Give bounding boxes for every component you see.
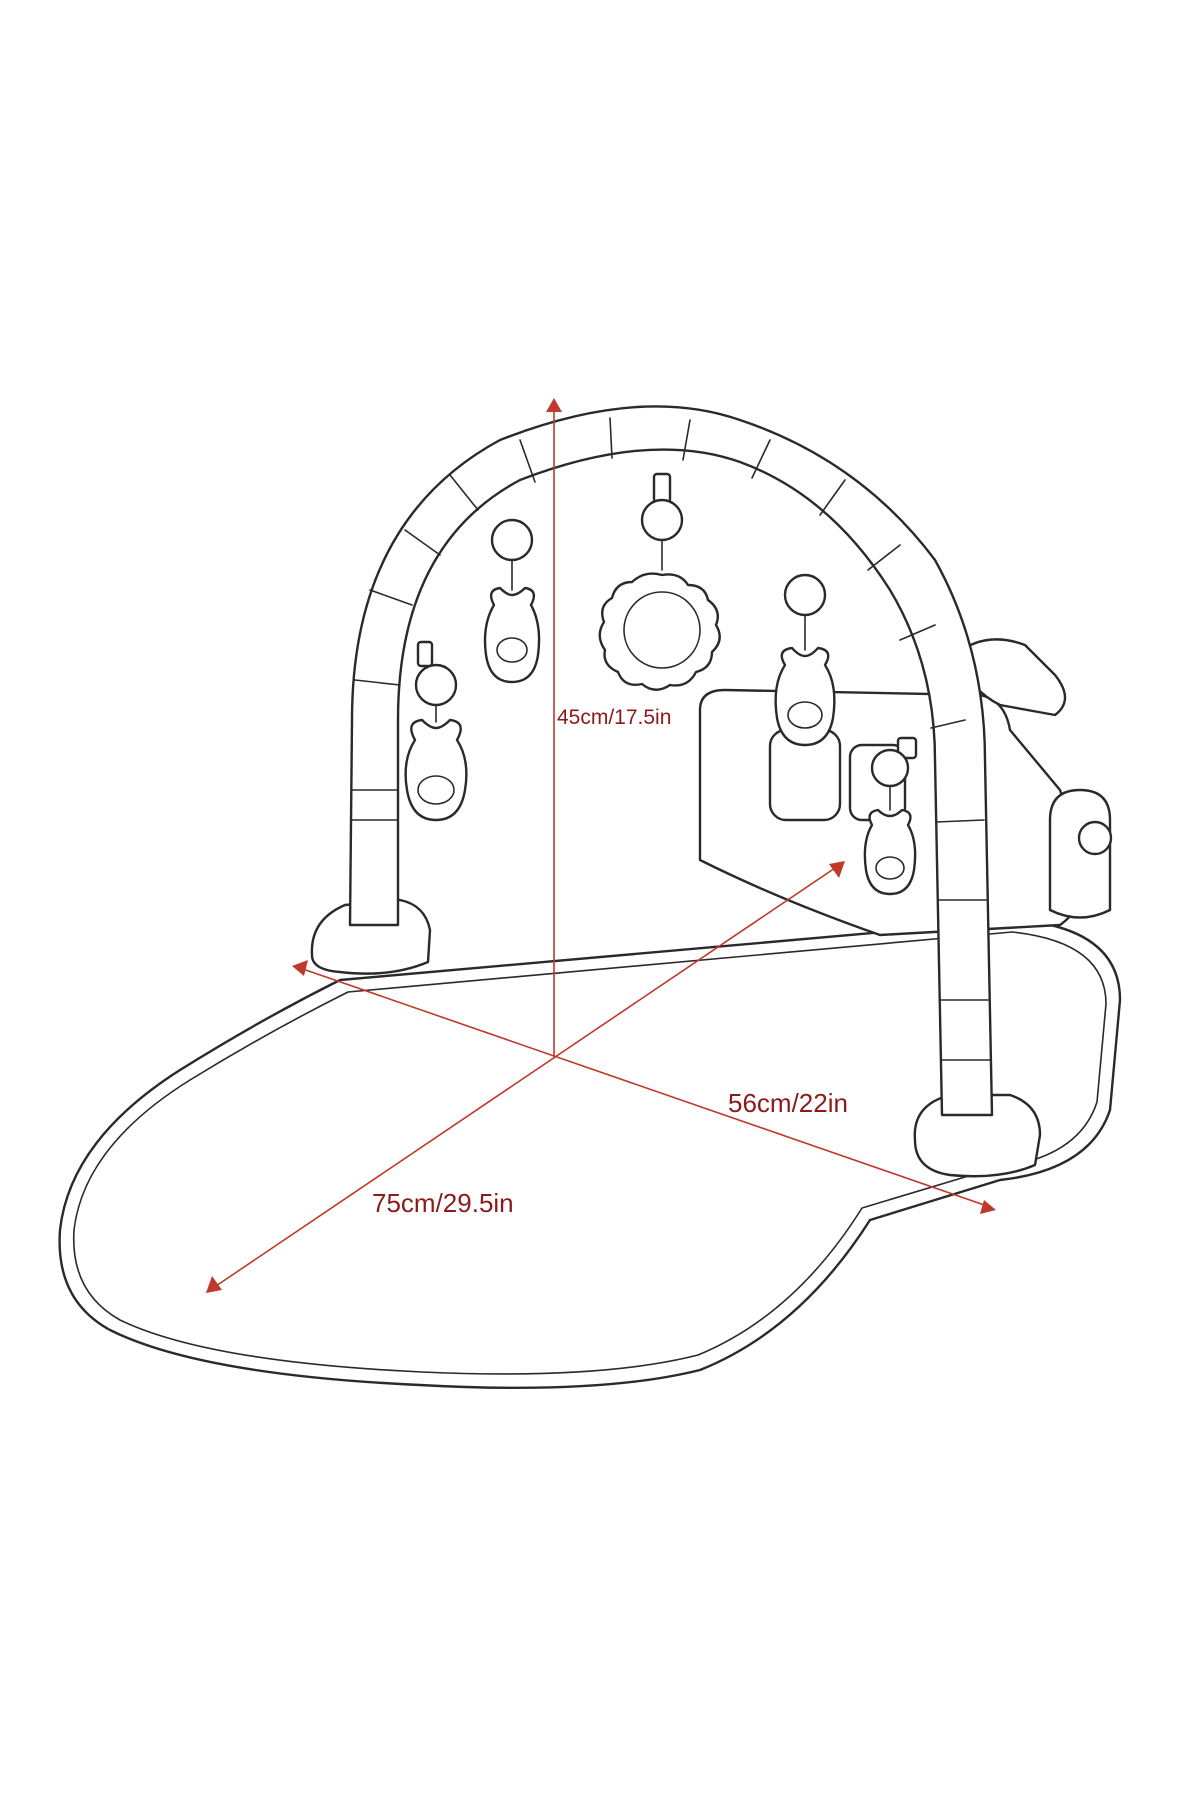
width-dimension-line (292, 960, 996, 1214)
length-dimension-line (206, 861, 845, 1293)
left-arch-foot (310, 898, 432, 975)
length-dimension-label: 75cm/29.5in (372, 1188, 514, 1218)
hanging-toy-bear-4 (863, 736, 918, 896)
play-mat-border (72, 931, 1107, 1375)
hanging-toy-sun-mirror (598, 472, 721, 691)
toy-cylinder-roller (1077, 820, 1113, 856)
width-dimension-label: 56cm/22in (728, 1088, 848, 1118)
height-dimension-line (546, 398, 562, 1058)
hanging-toy-bear-3 (774, 573, 836, 747)
arch-stripes (351, 417, 991, 1061)
hanging-toy-bear-1 (404, 640, 468, 822)
hanging-toy-bear-2 (483, 518, 541, 684)
play-mat (58, 918, 1122, 1390)
height-dimension-label: 45cm/17.5in (557, 706, 672, 729)
